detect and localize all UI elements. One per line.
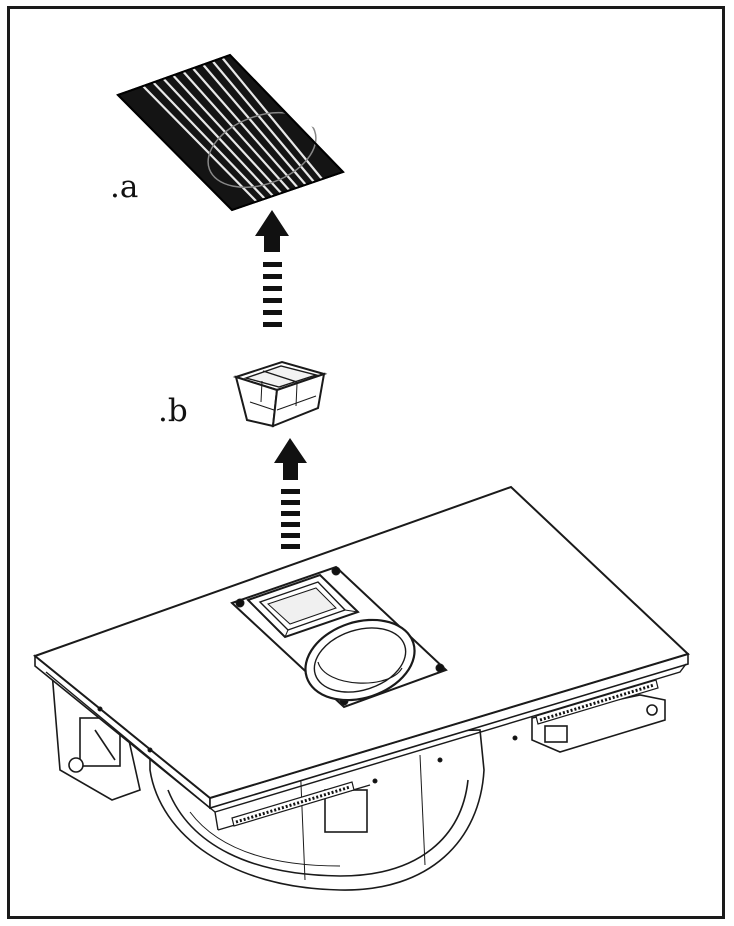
arrow-up-icon <box>274 438 307 549</box>
arrow-up-icon <box>255 210 289 327</box>
filter-box <box>232 360 328 428</box>
grille-cover <box>116 53 345 212</box>
label-grille: .a <box>110 169 139 205</box>
extraction-inlet <box>230 565 448 709</box>
label-filter: .b <box>158 393 188 429</box>
